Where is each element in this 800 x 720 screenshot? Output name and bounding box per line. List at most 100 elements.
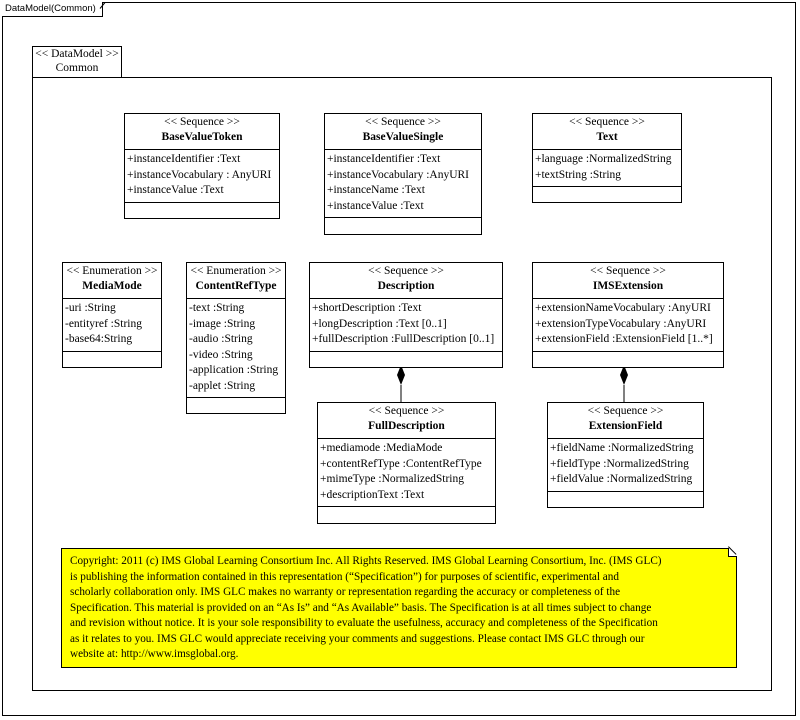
class-name: BaseValueSingle	[362, 131, 444, 143]
attribute: +fieldName :NormalizedString	[550, 442, 694, 454]
attribute: +instanceIdentifier :Text	[127, 153, 241, 165]
class-name: FullDescription	[368, 420, 445, 432]
class-attributes: +language :NormalizedString +textString …	[533, 150, 681, 187]
attribute: -base64:String	[65, 333, 133, 345]
class-stereotype: << Enumeration >>	[66, 265, 158, 277]
package-tab[interactable]: << DataModel >> Common	[32, 46, 122, 78]
composition-imsextension-extensionfield	[620, 365, 628, 402]
class-base-value-single[interactable]: << Sequence >> BaseValueSingle +instance…	[324, 113, 482, 235]
diagram-frame-title: DataModel(Common)	[2, 2, 103, 17]
class-operations	[325, 218, 481, 234]
class-header: << Sequence >> IMSExtension	[533, 263, 723, 299]
class-header: << Sequence >> BaseValueToken	[125, 114, 279, 150]
class-name: Description	[377, 280, 435, 292]
class-attributes: +mediamode :MediaMode +contentRefType :C…	[318, 439, 495, 507]
class-name: ExtensionField	[588, 420, 663, 432]
class-attributes: -uri :String -entityref :String -base64:…	[63, 299, 161, 352]
class-attributes: +fieldName :NormalizedString +fieldType …	[548, 439, 703, 492]
class-header: << Sequence >> Description	[310, 263, 502, 299]
class-header: << Enumeration >> ContentRefType	[187, 263, 285, 299]
class-attributes: +extensionNameVocabulary :AnyURI +extens…	[533, 299, 723, 352]
class-stereotype: << Sequence >>	[368, 405, 445, 417]
note-line: website at: http://www.imsglobal.org.	[70, 648, 239, 660]
class-header: << Enumeration >> MediaMode	[63, 263, 161, 299]
attribute: +instanceValue :Text	[127, 184, 224, 196]
attribute: -entityref :String	[65, 317, 142, 330]
package-body	[32, 77, 772, 691]
attribute: -text :String	[189, 302, 245, 314]
note-line: and revision without notice. It is your …	[70, 617, 658, 629]
composition-description-fulldescription	[397, 365, 405, 402]
class-stereotype: << Sequence >>	[368, 265, 444, 277]
class-name: Text	[596, 131, 618, 143]
class-operations	[310, 352, 502, 368]
class-full-description[interactable]: << Sequence >> FullDescription +mediamod…	[317, 402, 496, 524]
attribute: +instanceVocabulary : AnyURI	[127, 168, 272, 181]
class-name: BaseValueToken	[161, 131, 243, 143]
class-stereotype: << Enumeration >>	[190, 265, 282, 277]
attribute: +fullDescription :FullDescription [0..1]	[312, 333, 495, 345]
class-attributes: -text :String -image :String -audio :Str…	[187, 299, 285, 398]
attribute: +instanceIdentifier :Text	[327, 153, 441, 165]
attribute: -audio :String	[189, 333, 253, 345]
attribute: +shortDescription :Text	[312, 302, 422, 314]
attribute: -image :String	[189, 317, 256, 330]
class-header: << Sequence >> FullDescription	[318, 403, 495, 439]
copyright-note[interactable]: Copyright: 2011 (c) IMS Global Learning …	[61, 548, 737, 668]
class-media-mode[interactable]: << Enumeration >> MediaMode -uri :String…	[62, 262, 162, 368]
class-operations	[63, 352, 161, 368]
class-attributes: +shortDescription :Text +longDescription…	[310, 299, 502, 352]
note-line: scholarly collaboration only. IMS GLC ma…	[70, 586, 621, 598]
class-name: IMSExtension	[592, 280, 664, 292]
class-operations	[548, 492, 703, 508]
class-ims-extension[interactable]: << Sequence >> IMSExtension +extensionNa…	[532, 262, 724, 368]
class-extension-field[interactable]: << Sequence >> ExtensionField +fieldName…	[547, 402, 704, 508]
attribute: +instanceName :Text	[327, 184, 425, 196]
class-operations	[125, 203, 279, 219]
attribute: +textString :String	[535, 168, 622, 181]
attribute: +fieldValue :NormalizedString	[550, 473, 693, 485]
class-header: << Sequence >> Text	[533, 114, 681, 150]
class-name: ContentRefType	[195, 280, 277, 292]
attribute: +mediamode :MediaMode	[320, 442, 443, 454]
attribute: +descriptionText :Text	[320, 488, 425, 501]
class-stereotype: << Sequence >>	[164, 116, 240, 128]
attribute: -application :String	[189, 364, 279, 376]
attribute: +mimeType :NormalizedString	[320, 473, 464, 485]
note-line: is publishing the information contained …	[70, 570, 619, 583]
attribute: +instanceValue :Text	[327, 199, 424, 212]
class-header: << Sequence >> ExtensionField	[548, 403, 703, 439]
class-operations	[187, 398, 285, 414]
class-operations	[318, 507, 495, 523]
attribute: -applet :String	[189, 379, 256, 392]
class-text[interactable]: << Sequence >> Text +language :Normalize…	[532, 113, 682, 203]
class-attributes: +instanceIdentifier :Text +instanceVocab…	[325, 150, 481, 218]
attribute: +language :NormalizedString	[535, 153, 672, 165]
class-description[interactable]: << Sequence >> Description +shortDescrip…	[309, 262, 503, 368]
class-header: << Sequence >> BaseValueSingle	[325, 114, 481, 150]
attribute: -uri :String	[65, 302, 116, 314]
attribute: +extensionField :ExtensionField [1..*]	[535, 333, 713, 345]
class-name: MediaMode	[82, 280, 142, 292]
attribute: +longDescription :Text [0..1]	[312, 317, 447, 330]
class-operations	[533, 352, 723, 368]
attribute: +fieldType :NormalizedString	[550, 457, 689, 470]
note-line: as it relates to you. IMS GLC would appr…	[70, 632, 645, 645]
class-base-value-token[interactable]: << Sequence >> BaseValueToken +instanceI…	[124, 113, 280, 219]
attribute: -video :String	[189, 348, 253, 361]
class-operations	[533, 187, 681, 203]
class-content-ref-type[interactable]: << Enumeration >> ContentRefType -text :…	[186, 262, 286, 414]
note-line: Specification. This material is provided…	[70, 601, 652, 614]
package-stereotype: << DataModel >>	[35, 48, 119, 60]
attribute: +contentRefType :ContentRefType	[320, 457, 482, 470]
class-attributes: +instanceIdentifier :Text +instanceVocab…	[125, 150, 279, 203]
note-fold-corner	[728, 548, 737, 557]
class-stereotype: << Sequence >>	[365, 116, 441, 128]
class-stereotype: << Sequence >>	[569, 116, 645, 128]
package-name: Common	[55, 62, 99, 74]
class-stereotype: << Sequence >>	[590, 265, 666, 277]
note-line: Copyright: 2011 (c) IMS Global Learning …	[70, 555, 662, 567]
attribute: +extensionTypeVocabulary :AnyURI	[535, 317, 707, 330]
